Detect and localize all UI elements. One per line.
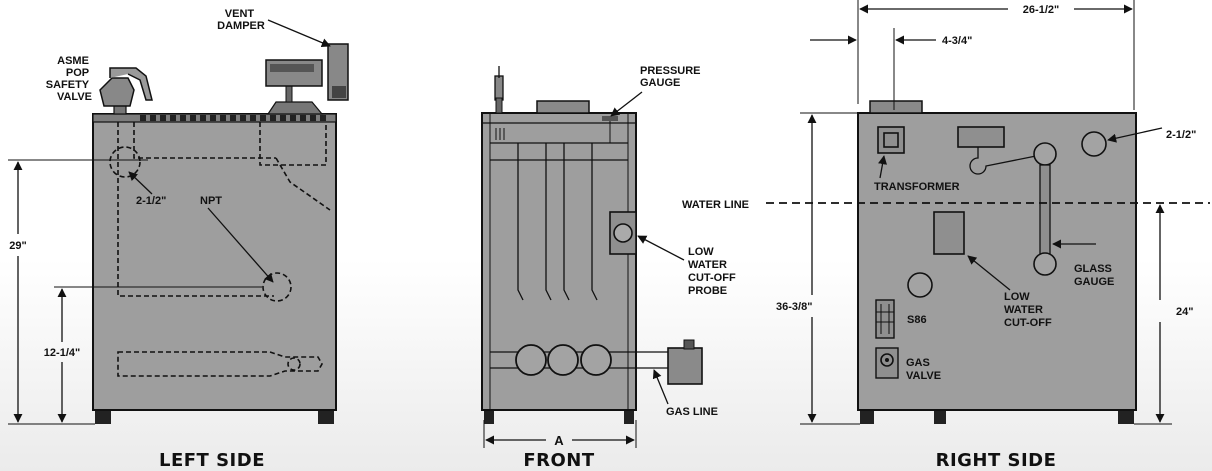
right-tapping-icon (1081, 131, 1107, 157)
npt-label: NPT (200, 195, 222, 207)
height-29-label: 29" (9, 240, 26, 252)
right-mid-leg (934, 408, 946, 424)
glass-gauge-label: GLASS GAUGE (1074, 263, 1115, 288)
vent-damper-leader (267, 19, 331, 48)
vent-damper-label: VENT DAMPER (217, 8, 265, 32)
transformer-leader (878, 155, 888, 179)
transformer-icon (877, 126, 905, 154)
left-cabinet (92, 113, 337, 411)
vent-damper-icon (265, 43, 349, 115)
offset-width-label: 4-3/4" (942, 35, 972, 47)
safety-valve-label: ASME POP SAFETY VALVE (46, 55, 92, 103)
hidden-burner (117, 351, 323, 377)
water-line-label: WATER LINE (682, 199, 749, 211)
front-flue-outlet (536, 100, 590, 114)
front-relief-valve-icon (494, 66, 504, 114)
low-water-probe-icon (609, 211, 637, 255)
front-right-leg (624, 408, 634, 424)
gas-line-leader (652, 369, 669, 405)
left-tapping-leader (128, 171, 153, 195)
width-a-label: A (554, 433, 564, 448)
left-tapping-size-label: 2-1/2" (136, 195, 166, 207)
safety-valve-icon (99, 67, 153, 115)
pressure-gauge-leader (610, 91, 643, 117)
hidden-burner-orifice (287, 357, 301, 371)
front-gas-valve-icon (667, 339, 703, 385)
gas-valve-icon (875, 347, 899, 379)
low-water-cutoff-label: LOW WATER CUT-OFF (1004, 291, 1052, 329)
right-tapping-size-label: 2-1/2" (1166, 129, 1196, 141)
low-water-probe-leader (637, 235, 685, 261)
overall-height-label: 36-3/8" (776, 301, 812, 313)
gas-valve-label: GAS VALVE (906, 357, 941, 382)
right-side-view: WATER LINE TRANSFORMER 2-1/2" GLASS GAUG… (682, 0, 1210, 471)
hidden-upper-passage (133, 122, 276, 159)
overall-width-label: 26-1/2" (1023, 4, 1059, 16)
pressure-gauge-icon (602, 116, 618, 143)
low-water-cutoff-leader (967, 255, 1011, 291)
left-rear-leg (318, 408, 334, 424)
low-water-probe-label: LOW WATER CUT-OFF PROBE (688, 246, 739, 297)
front-left-leg (484, 408, 494, 424)
right-rear-leg (1118, 408, 1134, 424)
water-line-height-label: 24" (1176, 306, 1193, 318)
s86-control-icon (875, 299, 895, 339)
gas-line-label: GAS LINE (666, 406, 718, 418)
right-front-leg (860, 408, 874, 424)
hidden-flue-collector (259, 122, 327, 166)
top-tapping-marks (140, 115, 326, 121)
front-burner-manifold (490, 344, 668, 376)
height-12-label: 12-1/4" (44, 347, 80, 359)
pressure-gauge-label: PRESSURE GAUGE (640, 65, 704, 89)
front-title: FRONT (523, 450, 595, 471)
right-flue-outlet (869, 100, 923, 114)
return-tapping-hidden (262, 272, 292, 302)
front-sections (482, 113, 636, 410)
supply-tapping-hidden (109, 146, 141, 178)
right-cabinet (857, 112, 1137, 411)
right-tapping-leader (1107, 127, 1163, 143)
left-side-view: ASME POP SAFETY VALVE VENT DAMPER 2-1/2"… (8, 8, 349, 471)
right-sight-port-icon (907, 272, 933, 298)
transformer-label: TRANSFORMER (874, 181, 960, 193)
front-view: PRESSURE GAUGE LOW WATER CUT-OFF PROBE G… (481, 65, 739, 471)
hidden-flue-slope (275, 157, 331, 211)
left-front-leg (95, 408, 111, 424)
s86-label: S86 (907, 314, 927, 326)
npt-leader (207, 207, 274, 283)
hidden-section-outline (117, 122, 274, 297)
right-side-title: RIGHT SIDE (936, 450, 1057, 471)
low-water-cutoff-icon (933, 211, 965, 255)
glass-gauge-icon (957, 126, 1057, 276)
left-side-title: LEFT SIDE (159, 450, 265, 471)
